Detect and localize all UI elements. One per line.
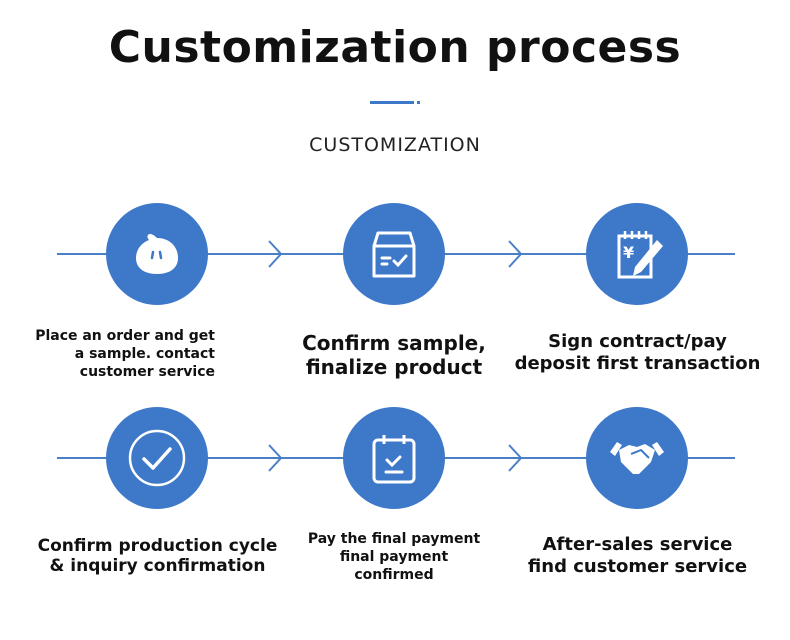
check-circle-icon [128, 429, 186, 487]
step-1-circle [106, 203, 208, 305]
box-check-icon [372, 231, 416, 278]
step-5-circle [343, 407, 445, 509]
chevron-right-icon [508, 444, 523, 472]
step-4-label: Confirm production cycle & inquiry confi… [30, 536, 285, 576]
label-line: confirmed [354, 567, 434, 583]
label-line: deposit first transaction [514, 353, 761, 374]
contract-pen-icon: ¥ [617, 231, 663, 279]
step-6-label: After-sales service find customer servic… [515, 534, 760, 578]
chevron-right-icon [268, 240, 283, 268]
label-line: After-sales service [542, 534, 733, 555]
step-1-label: Place an order and get a sample. contact… [10, 327, 215, 381]
calendar-check-icon [372, 435, 416, 484]
label-line: Confirm production cycle [37, 536, 278, 556]
step-2-circle [343, 203, 445, 305]
label-line: Pay the final payment [307, 531, 481, 547]
title-underline [370, 101, 414, 104]
chevron-right-icon [268, 444, 283, 472]
label-line: customer service [79, 364, 215, 380]
label-line: final payment [339, 549, 449, 565]
chevron-right-icon [508, 240, 523, 268]
label-line: find customer service [527, 556, 748, 577]
step-4-circle [106, 407, 208, 509]
subtitle: CUSTOMIZATION [309, 134, 481, 156]
title-underline-dot [417, 101, 420, 104]
label-line: finalize product [305, 355, 483, 379]
label-line: Place an order and get [35, 328, 215, 344]
label-line: Sign contract/pay [548, 331, 727, 352]
handshake-icon [610, 442, 664, 474]
label-line: Confirm sample, [302, 331, 486, 355]
step-6-circle [586, 407, 688, 509]
step-3-label: Sign contract/pay deposit first transact… [510, 331, 765, 375]
label-line: a sample. contact [74, 346, 215, 362]
step-5-label: Pay the final payment final payment conf… [284, 530, 504, 584]
page-title: Customization process [108, 22, 682, 73]
step-3-circle: ¥ [586, 203, 688, 305]
step-2-label: Confirm sample, finalize product [279, 331, 509, 379]
label-line: & inquiry confirmation [49, 556, 266, 576]
chat-bubble-icon [136, 234, 178, 274]
svg-text:¥: ¥ [623, 243, 634, 262]
